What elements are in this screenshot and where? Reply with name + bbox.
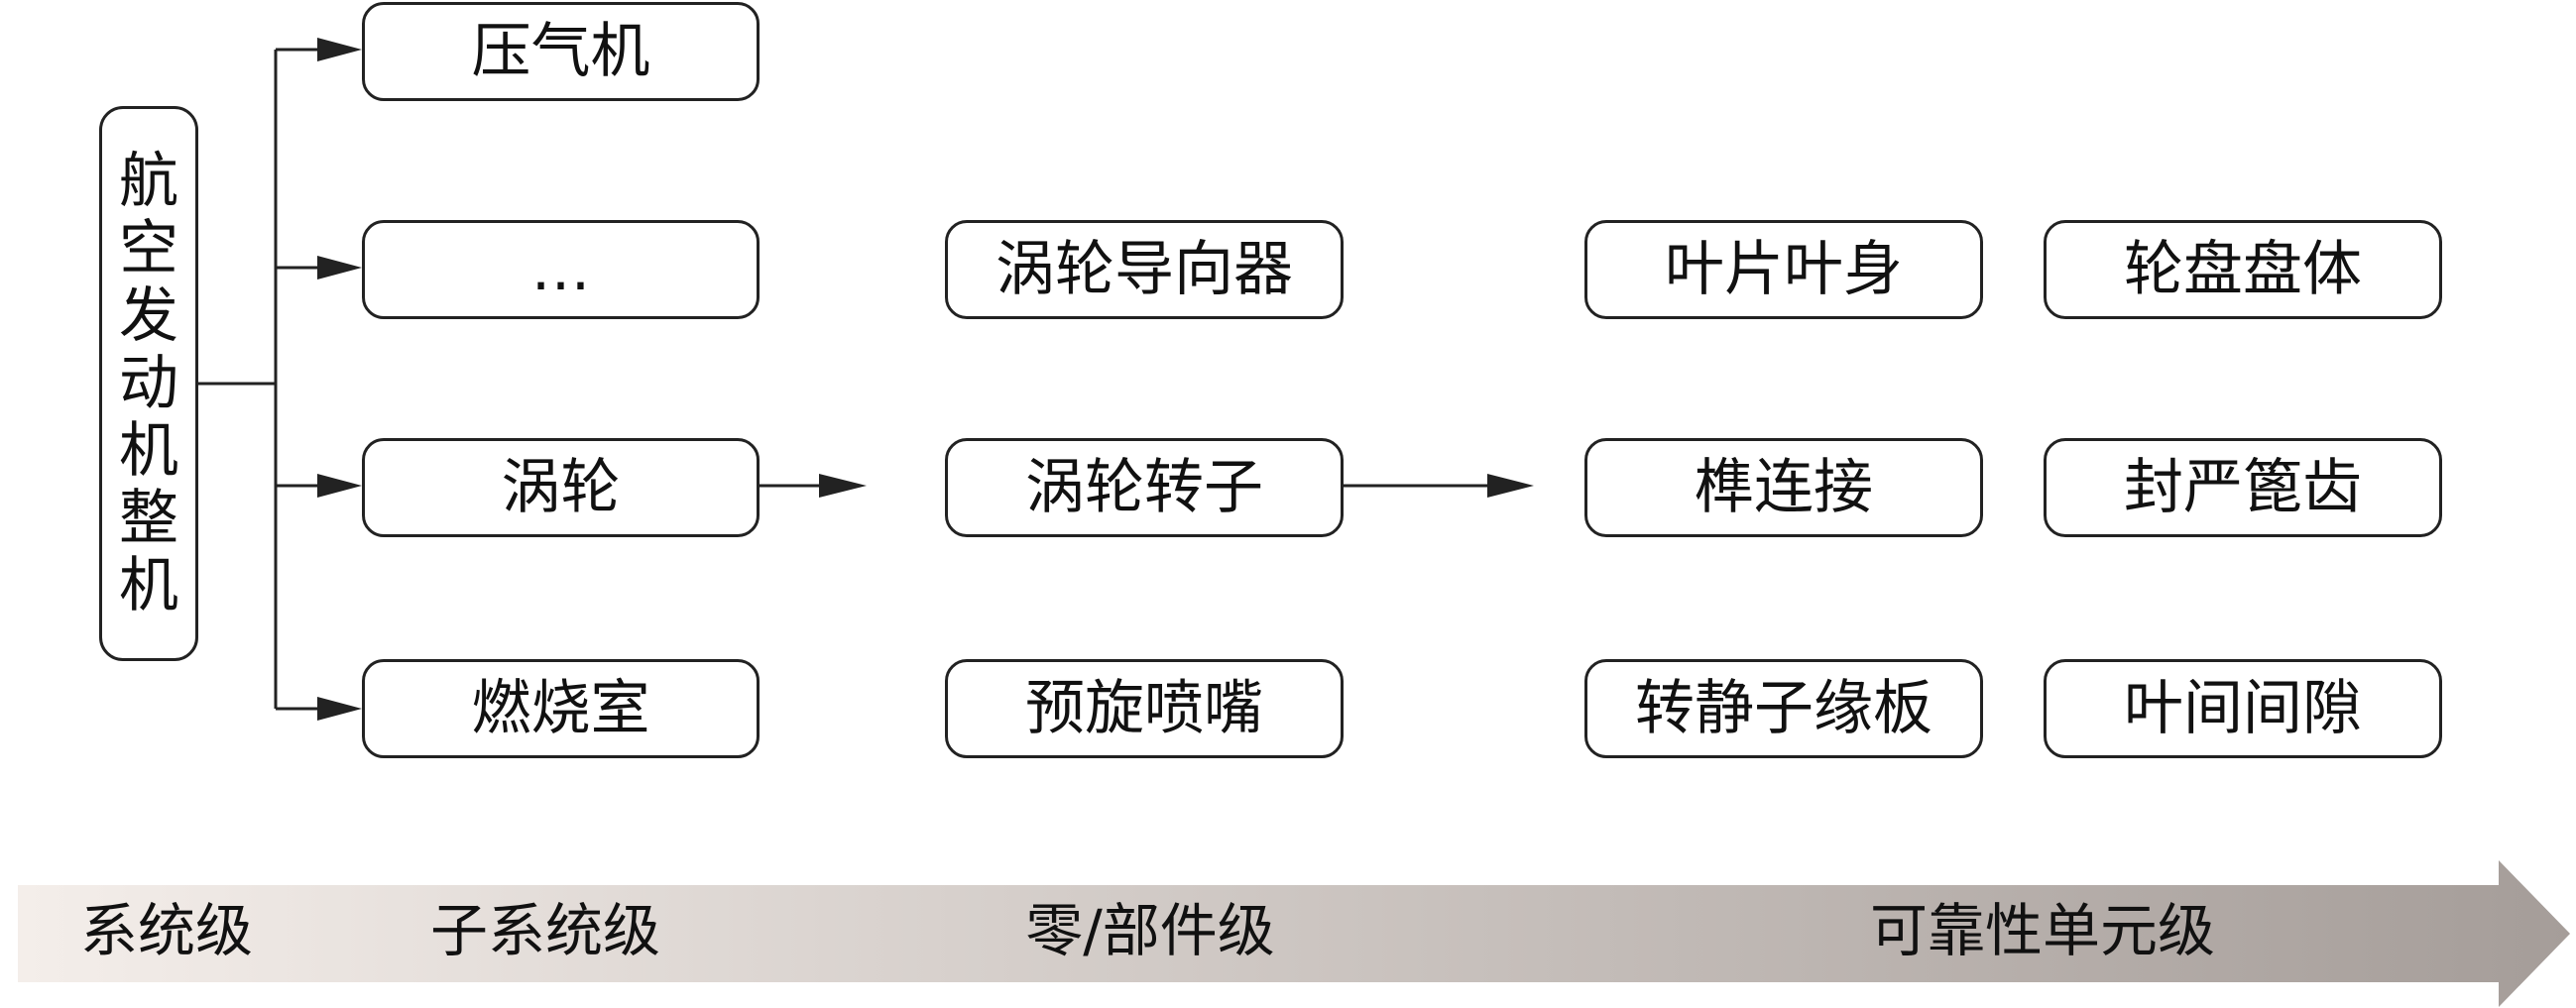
arrowhead-to-components <box>819 474 867 498</box>
arrowhead-to-units <box>1487 474 1534 498</box>
subsystem-combustor: 燃烧室 <box>362 659 760 758</box>
root-char: 整 <box>119 484 178 553</box>
root-char: 空 <box>119 214 178 283</box>
unit-labyrinth-seal: 封严篦齿 <box>2044 438 2442 537</box>
unit-disk-body: 轮盘盘体 <box>2044 220 2442 319</box>
root-char: 机 <box>119 551 178 620</box>
level-component: 零/部件级 <box>1025 897 1275 964</box>
root-node-aero-engine: 航 空 发 动 机 整 机 <box>99 106 198 661</box>
level-system: 系统级 <box>79 897 254 964</box>
component-turbine-guide-vane: 涡轮导向器 <box>945 220 1344 319</box>
subsystem-ellipsis: … <box>362 220 760 319</box>
arrowhead-subsystem-2 <box>317 256 362 280</box>
root-char: 发 <box>119 281 178 351</box>
arrowheads <box>317 38 1534 721</box>
arrowhead-subsystem-4 <box>317 697 362 721</box>
level-reliability-unit: 可靠性单元级 <box>1869 897 2216 964</box>
arrowhead-subsystem-3 <box>317 474 362 498</box>
root-char: 航 <box>119 147 178 216</box>
component-preswirl-nozzle: 预旋喷嘴 <box>945 659 1344 758</box>
unit-rotor-stator-platform: 转静子缘板 <box>1584 659 1983 758</box>
component-turbine-rotor: 涡轮转子 <box>945 438 1344 537</box>
unit-blade-gap: 叶间间隙 <box>2044 659 2442 758</box>
unit-tenon-joint: 榫连接 <box>1584 438 1983 537</box>
root-char: 机 <box>119 416 178 486</box>
arrowhead-subsystem-1 <box>317 38 362 61</box>
tree-connectors <box>198 48 1492 711</box>
subsystem-compressor: 压气机 <box>362 2 760 101</box>
unit-blade-airfoil: 叶片叶身 <box>1584 220 1983 319</box>
level-arrow <box>18 860 2570 1007</box>
level-subsystem: 子系统级 <box>429 897 661 964</box>
root-char: 动 <box>119 349 178 418</box>
subsystem-turbine: 涡轮 <box>362 438 760 537</box>
